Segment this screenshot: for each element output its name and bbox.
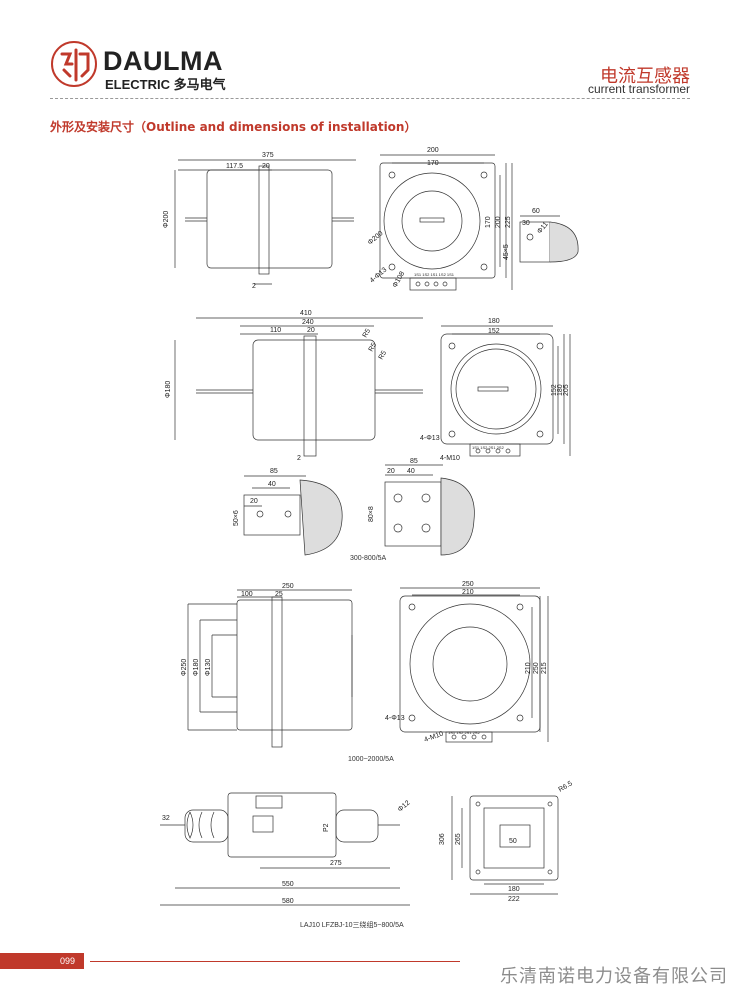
daulma-logo-icon bbox=[51, 41, 97, 87]
d5-radius: R6.5 bbox=[558, 780, 574, 794]
d1-diameter: Φ200 bbox=[163, 211, 170, 228]
brand-subtitle: ELECTRIC 多马电气 bbox=[105, 77, 226, 92]
d2-front-width: 180 bbox=[488, 318, 500, 325]
d2-h3: 205 bbox=[563, 384, 570, 396]
d3-b-thickness: 80×8 bbox=[368, 506, 375, 522]
drawing-3-detail-a bbox=[243, 475, 343, 556]
footer-divider bbox=[90, 961, 460, 962]
d4-dia180: Φ180 bbox=[193, 659, 200, 676]
caption-laj10: LAJ10 LFZBJ-10三绕组5~800/5A bbox=[300, 922, 404, 929]
d1-sub: 117.5 bbox=[226, 163, 243, 170]
d4-front-width2: 210 bbox=[462, 589, 474, 596]
d1-slot: 45×5 bbox=[503, 244, 510, 260]
brand-name: DAULMA bbox=[103, 46, 223, 76]
d4-length: 250 bbox=[282, 583, 294, 590]
d2-gap: 20 bbox=[307, 327, 315, 334]
drawing-1-detail bbox=[519, 215, 579, 263]
d2-m10: 4-M10 bbox=[440, 455, 460, 462]
d1-foot: 2 bbox=[252, 283, 256, 290]
drawing-2-side-view bbox=[174, 317, 423, 457]
d3-a-85: 85 bbox=[270, 468, 278, 475]
d5-306: 306 bbox=[439, 833, 446, 845]
header-divider bbox=[50, 98, 690, 99]
d4-terminals: 1S1 1S2 2S1 2S2 bbox=[448, 730, 481, 735]
drawing-4-front-view bbox=[399, 587, 549, 743]
d1-front-width2: 170 bbox=[427, 160, 439, 167]
d1-detail-w2: 30 bbox=[522, 220, 530, 227]
d2-front-width2: 152 bbox=[488, 328, 500, 335]
d2-diameter: Φ180 bbox=[165, 381, 172, 398]
d2-sub: 110 bbox=[270, 327, 281, 334]
d1-dia2: Φ200 bbox=[367, 230, 385, 247]
d5-275: 275 bbox=[330, 860, 342, 867]
d1-h1: 170 bbox=[485, 216, 492, 228]
d5-p2: P2 bbox=[323, 823, 330, 832]
d1-terminals: 1S1 1S2 1S1 1S2 1S1 bbox=[414, 272, 455, 277]
d2-r2: R5 bbox=[368, 342, 379, 353]
d5-222: 222 bbox=[508, 896, 520, 903]
d4-dia250: Φ250 bbox=[181, 659, 188, 676]
d2-h2: 180 bbox=[557, 384, 564, 396]
company-name: 乐清南诺电力设备有限公司 bbox=[500, 966, 728, 987]
d5-plate: 50 bbox=[509, 838, 517, 845]
drawing-2-front-view bbox=[440, 325, 571, 457]
d1-dia3: Φ108 bbox=[392, 270, 407, 289]
caption-300-800: 300-800/5A bbox=[350, 555, 387, 562]
page-number: 099 bbox=[0, 953, 84, 969]
d4-h2: 250 bbox=[533, 662, 540, 674]
d3-a-thickness: 50×6 bbox=[233, 510, 240, 526]
drawing-5-front-view bbox=[451, 795, 559, 895]
d2-r3: R5 bbox=[378, 350, 389, 361]
d5-w32: 32 bbox=[162, 815, 170, 822]
d5-180: 180 bbox=[508, 886, 520, 893]
d2-foot: 2 bbox=[297, 455, 301, 462]
category-title-en: current transformer bbox=[587, 82, 690, 96]
category-title-cn: 电流互感器 bbox=[600, 66, 690, 87]
d1-h2: 200 bbox=[495, 216, 502, 228]
d1-detail-w1: 60 bbox=[532, 208, 540, 215]
d2-holes: 4-Φ13 bbox=[420, 435, 440, 442]
d3-a-20: 20 bbox=[250, 498, 258, 505]
drawing-5-side-view bbox=[160, 792, 410, 906]
d1-gap: 20 bbox=[262, 163, 270, 170]
d3-b-85: 85 bbox=[410, 458, 418, 465]
d5-580: 580 bbox=[282, 898, 294, 905]
d4-gap: 25 bbox=[275, 591, 283, 598]
d1-detail-r: Φ11 bbox=[536, 221, 550, 235]
d4-m10: 4-M10 bbox=[423, 730, 444, 743]
d3-b-40: 40 bbox=[407, 468, 415, 475]
d2-length: 410 bbox=[300, 310, 312, 317]
d2-terminals: 1S1 1S2 2S1 2S2 bbox=[472, 445, 505, 450]
d4-h3: 215 bbox=[541, 662, 548, 674]
d4-front-width: 250 bbox=[462, 581, 474, 588]
d5-dia12: Φ12 bbox=[397, 800, 412, 814]
d2-h1: 152 bbox=[551, 384, 558, 396]
d1-holes: 4-Φ13 bbox=[369, 267, 389, 285]
drawing-4-side-view bbox=[187, 589, 353, 748]
drawing-1-front-view bbox=[379, 154, 513, 291]
d4-h1: 210 bbox=[525, 662, 532, 674]
d1-length: 375 bbox=[262, 152, 274, 159]
section-title: 外形及安装尺寸（Outline and dimensions of instal… bbox=[50, 120, 417, 134]
d5-550: 550 bbox=[282, 881, 294, 888]
d3-b-20: 20 bbox=[387, 468, 395, 475]
d4-dia130: Φ130 bbox=[205, 659, 212, 676]
d1-front-width: 200 bbox=[427, 147, 439, 154]
d3-a-40: 40 bbox=[268, 481, 276, 488]
d5-265: 265 bbox=[455, 833, 462, 845]
d4-sub: 100 bbox=[241, 591, 253, 598]
d2-length2: 240 bbox=[302, 319, 314, 326]
caption-1000-2000: 1000~2000/5A bbox=[348, 756, 394, 763]
drawing-3-detail-b bbox=[384, 464, 475, 556]
drawing-1-side-view bbox=[174, 159, 356, 285]
d4-holes: 4-Φ13 bbox=[385, 715, 405, 722]
d1-h3: 225 bbox=[505, 216, 512, 228]
d2-r1: R5 bbox=[362, 328, 373, 339]
